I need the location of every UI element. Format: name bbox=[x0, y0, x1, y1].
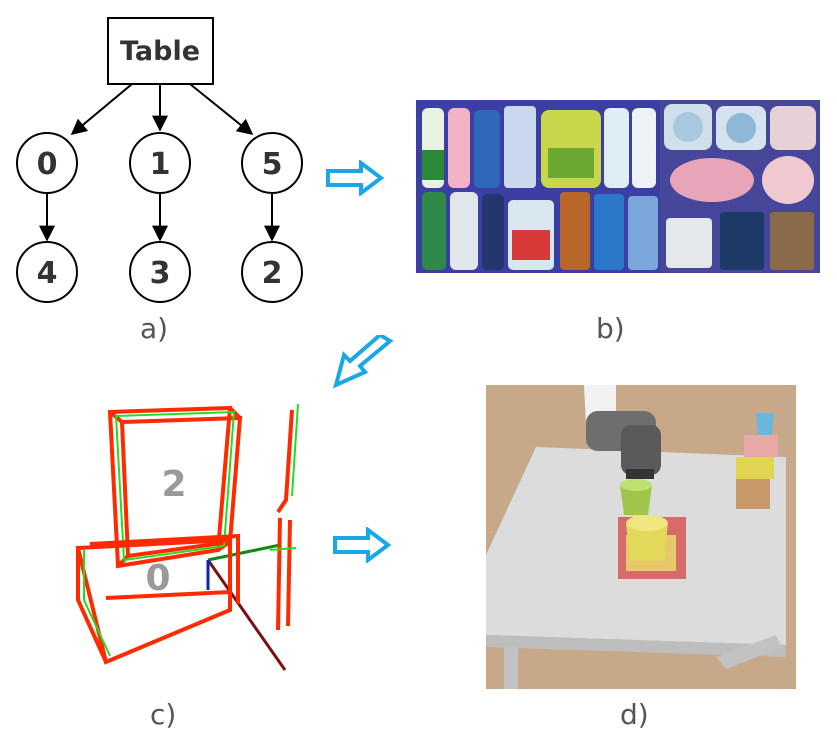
bounding-box-0 bbox=[75, 533, 240, 665]
edge-root-0 bbox=[70, 83, 133, 136]
svg-text:2: 2 bbox=[262, 256, 283, 291]
caption-b: b) bbox=[596, 312, 625, 345]
svg-text:3: 3 bbox=[150, 256, 171, 291]
arrow-right-icon bbox=[326, 160, 385, 196]
caption-c: c) bbox=[150, 698, 177, 731]
box-label-0: 0 bbox=[145, 558, 170, 599]
caption-a: a) bbox=[140, 312, 169, 345]
product-photos-grid bbox=[416, 100, 820, 273]
tree-node-2: 2 bbox=[241, 241, 303, 303]
bounding-box-render: 2 0 bbox=[75, 403, 299, 671]
tree-node-5: 5 bbox=[241, 132, 303, 194]
tree-diagram: Table 0 1 5 4 3 2 bbox=[16, 17, 303, 303]
bounding-box-partial bbox=[269, 403, 299, 631]
arrow-right-icon-2 bbox=[333, 527, 392, 563]
tree-node-1: 1 bbox=[129, 132, 191, 194]
svg-text:4: 4 bbox=[37, 256, 58, 291]
root-node-label: Table bbox=[120, 36, 200, 67]
robot-arm-simulation bbox=[486, 385, 796, 689]
svg-text:0: 0 bbox=[37, 147, 58, 182]
svg-text:1: 1 bbox=[150, 147, 171, 182]
tree-node-4: 4 bbox=[16, 241, 78, 303]
box-label-2: 2 bbox=[161, 464, 186, 505]
arrow-diagonal-icon bbox=[332, 335, 394, 389]
edge-root-5 bbox=[189, 83, 254, 136]
tree-node-0: 0 bbox=[16, 132, 78, 194]
root-node-box bbox=[107, 17, 214, 85]
svg-text:5: 5 bbox=[262, 147, 283, 182]
caption-d: d) bbox=[620, 698, 649, 731]
tree-node-3: 3 bbox=[129, 241, 191, 303]
